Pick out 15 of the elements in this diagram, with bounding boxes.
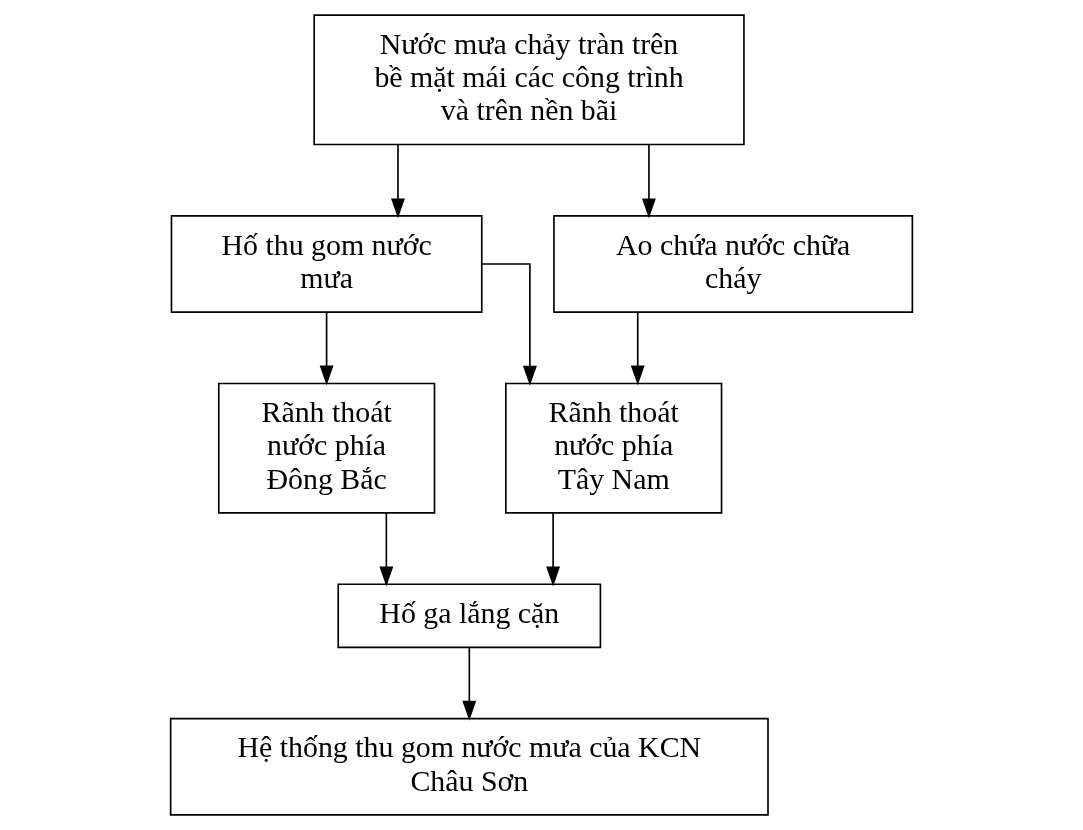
arrow <box>546 512 561 587</box>
arrow <box>630 311 645 386</box>
arrow <box>391 143 405 219</box>
node-box: Rãnh thoát nước phía Tây Nam <box>505 382 723 514</box>
node-box: Nước mưa chảy tràn trên bề mặt mái các công trình và trên nền bãi <box>313 14 745 146</box>
arrow <box>481 263 537 386</box>
node-box: Hố ga lắng cặn <box>337 583 602 649</box>
arrow <box>379 512 394 587</box>
arrow <box>462 646 477 721</box>
node-box: Ao chứa nước chữa cháy <box>553 215 914 313</box>
node-box: Hệ thống thu gom nước mưa của KCN Châu Sơn <box>169 717 769 816</box>
node-box: Hố thu gom nước mưa <box>170 215 483 313</box>
node-box: Rãnh thoát nước phía Đông Bắc <box>217 382 436 514</box>
arrow <box>641 143 656 219</box>
arrow <box>319 311 334 386</box>
